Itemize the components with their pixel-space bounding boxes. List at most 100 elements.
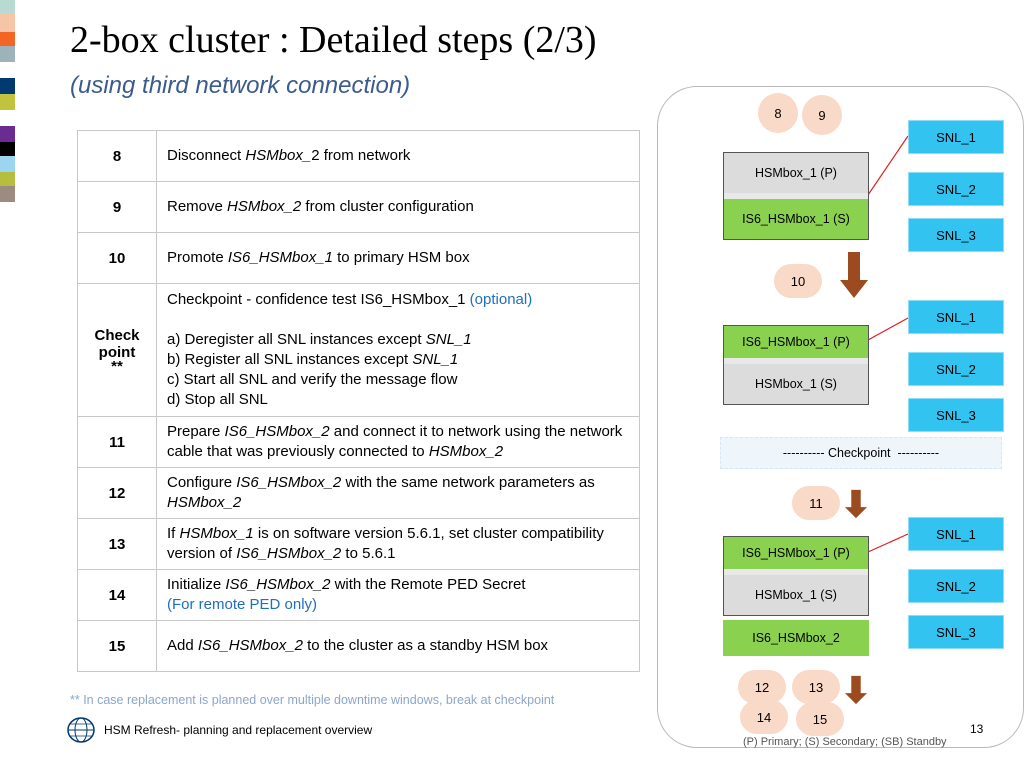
hsm-box-primary: HSMbox_1 (P) (724, 153, 868, 193)
step-description: Remove HSMbox_2 from cluster configurati… (156, 181, 640, 233)
down-arrow-icon (845, 489, 867, 519)
snl-box: SNL_3 (908, 398, 1004, 432)
step-text: with the Remote PED Secret (330, 576, 526, 593)
step-number: 11 (77, 416, 157, 468)
down-arrow-icon (845, 675, 867, 705)
step-text: IS6_HSMbox_1 (227, 249, 333, 266)
step-text: HSMbox_1 (179, 525, 254, 542)
swatch (0, 156, 15, 172)
snl-box: SNL_1 (908, 300, 1004, 334)
step-circle: 9 (802, 95, 842, 135)
step-text: d) Stop all SNL (167, 391, 268, 408)
step-text: Prepare (167, 423, 225, 440)
checkpoint-label: point (98, 344, 136, 361)
step-description: If HSMbox_1 is on software version 5.6.1… (156, 518, 640, 570)
swatch (0, 142, 15, 156)
optional-note: (optional) (469, 291, 533, 308)
step-text: IS6_HSMbox_2 (236, 545, 342, 562)
step-text: HSMbox_2 (227, 198, 302, 215)
step-line: a) Deregister all SNL instances except S… (167, 330, 629, 350)
footnote: ** In case replacement is planned over m… (70, 693, 555, 707)
step-text: to 5.6.1 (341, 545, 396, 562)
hsm-box-primary: IS6_HSMbox_1 (P) (724, 537, 868, 569)
snl-box: SNL_2 (908, 352, 1004, 386)
step-text: HSMbox_2 (428, 443, 504, 460)
box-separator (724, 358, 868, 364)
hsm-box-secondary: HSMbox_1 (S) (724, 364, 868, 404)
color-swatch-strip (0, 0, 15, 202)
hsm-box-secondary: HSMbox_1 (S) (724, 575, 868, 615)
step-circle: 11 (792, 486, 840, 520)
step-line (167, 310, 629, 330)
swatch (0, 110, 15, 126)
swatch (0, 0, 15, 14)
step-text: and connect it to network using the netw… (167, 423, 623, 460)
swatch (0, 126, 15, 142)
swift-globe-icon (67, 717, 95, 743)
step-text: is on software version 5.6.1, set cluste… (167, 525, 604, 562)
step-line: d) Stop all SNL (167, 390, 629, 410)
step-text: c) Start all SNL and verify the message … (167, 371, 458, 388)
swatch (0, 94, 15, 110)
step-line: Initialize IS6_HSMbox_2 with the Remote … (167, 575, 629, 595)
snl-box: SNL_3 (908, 218, 1004, 252)
step-number: 9 (77, 181, 157, 233)
step-circle: 13 (792, 670, 840, 704)
swatch (0, 186, 15, 202)
step-text: SNL_1 (412, 351, 459, 368)
step-description: Checkpoint - confidence test IS6_HSMbox_… (156, 283, 640, 417)
step-text: Remove (167, 198, 228, 215)
step-text: Configure (167, 474, 237, 491)
step-text: to the cluster as a standby HSM box (302, 637, 549, 654)
step-text: SNL_1 (425, 331, 472, 348)
table-row: 11 Prepare IS6_HSMbox_2 and connect it to… (77, 416, 640, 468)
checkpoint-label: ** (111, 358, 123, 375)
step-description: Disconnect HSMbox_2 from network (156, 130, 640, 182)
step-description: Add IS6_HSMbox_2 to the cluster as a sta… (156, 620, 640, 672)
step-description: Promote IS6_HSMbox_1 to primary HSM box (156, 232, 640, 284)
step-line: b) Register all SNL instances except SNL… (167, 350, 629, 370)
box-separator (724, 193, 868, 199)
step-description: Initialize IS6_HSMbox_2 with the Remote … (156, 569, 640, 621)
step-text: IS6_HSMbox_2 (224, 423, 330, 440)
step-circle: 12 (738, 670, 786, 704)
step-text: b) Register all SNL instances except (167, 351, 413, 368)
swatch (0, 62, 15, 78)
hsm-box-standby: IS6_HSMbox_2 (723, 620, 869, 656)
step-text: HSMbox_2 (167, 494, 242, 511)
step-number: 14 (77, 569, 157, 621)
hsm-box-group-stage-2: IS6_HSMbox_1 (P) HSMbox_1 (S) (723, 325, 869, 405)
swatch (0, 46, 15, 62)
step-text: Initialize (167, 576, 226, 593)
step-text: Disconnect (167, 147, 246, 164)
step-text: Add (167, 637, 198, 654)
page-title: 2-box cluster : Detailed steps (2/3) (70, 19, 597, 61)
swatch (0, 172, 15, 186)
hsm-box-secondary: IS6_HSMbox_1 (S) (724, 199, 868, 239)
snl-box: SNL_3 (908, 615, 1004, 649)
step-number: 15 (77, 620, 157, 672)
table-row: 14 Initialize IS6_HSMbox_2 with the Remot… (77, 569, 640, 621)
step-circle: 10 (774, 264, 822, 298)
page-number: 13 (970, 722, 984, 736)
swatch (0, 14, 15, 32)
down-arrow-icon (840, 252, 868, 298)
optional-note: (For remote PED only) (167, 596, 318, 613)
step-line: Checkpoint - confidence test IS6_HSMbox_… (167, 290, 629, 310)
snl-box: SNL_2 (908, 172, 1004, 206)
step-line: c) Start all SNL and verify the message … (167, 370, 629, 390)
page-subtitle: (using third network connection) (70, 72, 411, 99)
step-text: IS6_HSMbox_2 (197, 637, 303, 654)
swatch (0, 78, 15, 94)
step-description: Configure IS6_HSMbox_2 with the same net… (156, 467, 640, 519)
step-number: 10 (77, 232, 157, 284)
footer-text: HSM Refresh- planning and replacement ov… (104, 723, 373, 737)
step-circle: 8 (758, 93, 798, 133)
step-text: 2 from network (311, 147, 411, 164)
